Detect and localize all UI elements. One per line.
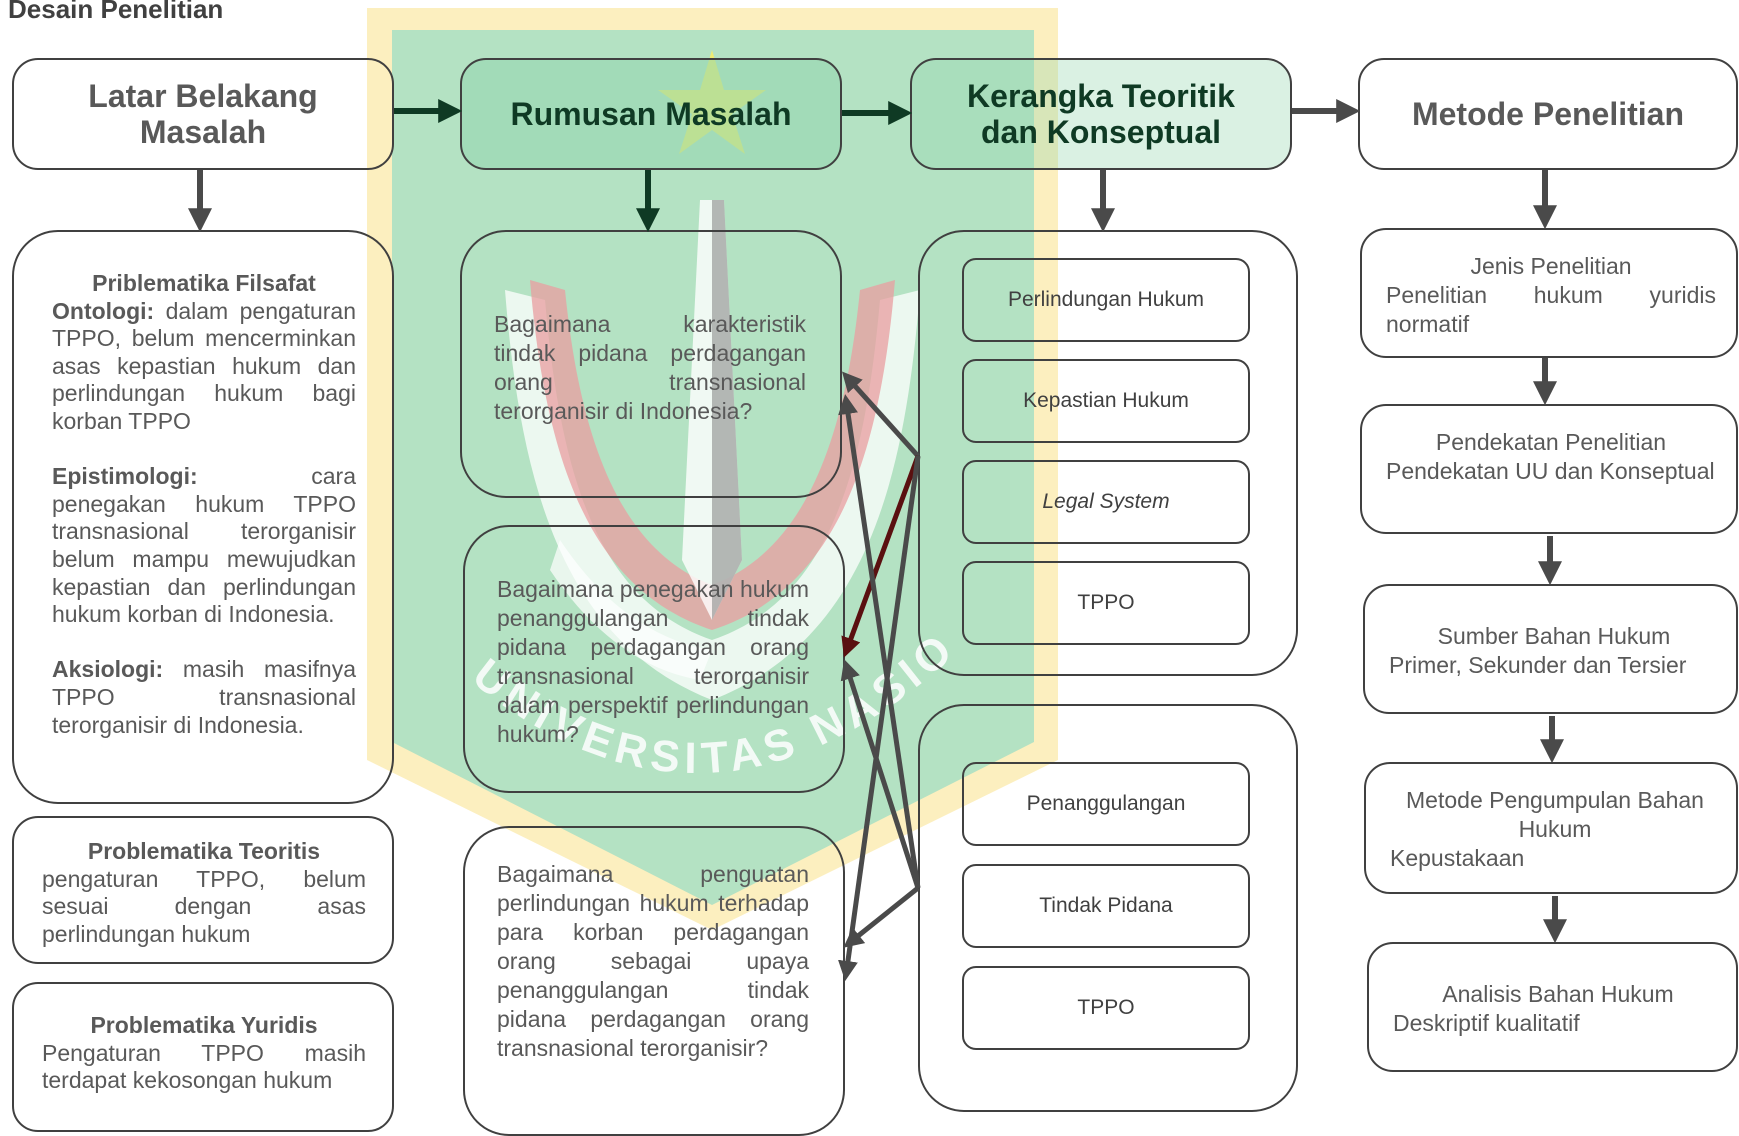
- metode-sumber-text: Primer, Sekunder dan Tersier: [1389, 652, 1687, 678]
- header-metode-penelitian: Metode Penelitian: [1358, 58, 1738, 170]
- concept-legal-system-label: Legal System: [1042, 490, 1170, 513]
- problematika-filsafat-title: Priblematika Filsafat: [92, 270, 316, 296]
- problematika-filsafat-box: Priblematika Filsafat Ontologi: dalam pe…: [12, 230, 394, 804]
- question-3-text: Bagaimana penguatan perlindungan hukum t…: [497, 861, 809, 1061]
- metode-pengumpulan-box: Metode Pengumpulan Bahan Hukum Kepustaka…: [1364, 762, 1738, 894]
- aksiologi-text: masih masifnya TPPO transnasional terorg…: [52, 656, 356, 738]
- header-kerangka-teoritik: Kerangka Teoritik dan Konseptual: [910, 58, 1292, 170]
- concept-perlindungan-hukum-label: Perlindungan Hukum: [1007, 288, 1205, 311]
- problematika-yuridis-title: Problematika Yuridis: [90, 1012, 318, 1038]
- metode-jenis-title: Jenis Penelitian: [1470, 253, 1632, 279]
- question-2-box: Bagaimana penegakan hukum penanggulangan…: [463, 525, 845, 793]
- metode-pendekatan-text: Pendekatan UU dan Konseptual: [1386, 458, 1715, 484]
- page-title: Desain Penelitian: [8, 0, 224, 24]
- metode-pengumpulan-title: Metode Pengumpulan Bahan Hukum: [1406, 787, 1704, 842]
- problematika-yuridis-box: Problematika Yuridis Pengaturan TPPO mas…: [12, 982, 394, 1132]
- concept-tindak-pidana: Tindak Pidana: [962, 864, 1250, 948]
- concept-tppo-1-label: TPPO: [1077, 591, 1135, 614]
- epistimologi-label: Epistimologi:: [52, 463, 198, 490]
- question-3-box: Bagaimana penguatan perlindungan hukum t…: [463, 826, 845, 1136]
- concept-penanggulangan: Penanggulangan: [962, 762, 1250, 846]
- question-2-text: Bagaimana penegakan hukum penanggulangan…: [497, 576, 810, 747]
- concept-legal-system: Legal System: [962, 460, 1250, 544]
- metode-jenis-text: Penelitian hukum yuridis normatif: [1386, 282, 1716, 337]
- metode-jenis-box: Jenis Penelitian Penelitian hukum yuridi…: [1360, 228, 1738, 358]
- metode-sumber-title: Sumber Bahan Hukum: [1437, 623, 1671, 649]
- ontologi-label: Ontologi:: [52, 297, 155, 324]
- concept-tppo-2-label: TPPO: [1077, 996, 1135, 1019]
- concept-tppo-2: TPPO: [962, 966, 1250, 1050]
- metode-analisis-box: Analisis Bahan Hukum Deskriptif kualitat…: [1367, 942, 1738, 1072]
- header-kerangka-teoritik-label: Kerangka Teoritik dan Konseptual: [967, 78, 1235, 150]
- concept-perlindungan-hukum: Perlindungan Hukum: [962, 258, 1250, 342]
- concept-kepastian-hukum-label: Kepastian Hukum: [1023, 389, 1189, 412]
- metode-analisis-title: Analisis Bahan Hukum: [1442, 981, 1674, 1007]
- header-rumusan-masalah-label: Rumusan Masalah: [510, 96, 792, 132]
- header-latar-belakang-label: Latar Belakang Masalah: [88, 78, 318, 150]
- problematika-teoritis-title: Problematika Teoritis: [87, 838, 321, 864]
- header-latar-belakang: Latar Belakang Masalah: [12, 58, 394, 170]
- question-1-box: Bagaimana karakteristik tindak pidana pe…: [460, 230, 842, 498]
- aksiologi-label: Aksiologi:: [52, 656, 164, 683]
- header-metode-penelitian-label: Metode Penelitian: [1411, 96, 1685, 132]
- metode-sumber-box: Sumber Bahan Hukum Primer, Sekunder dan …: [1363, 584, 1738, 714]
- header-rumusan-masalah: Rumusan Masalah: [460, 58, 842, 170]
- epistimologi-text: cara penegakan hukum TPPO transnasional …: [52, 463, 356, 628]
- question-1-text: Bagaimana karakteristik tindak pidana pe…: [494, 311, 806, 424]
- metode-pendekatan-title: Pendekatan Penelitian: [1435, 429, 1667, 455]
- metode-pendekatan-box: Pendekatan Penelitian Pendekatan UU dan …: [1360, 404, 1738, 534]
- concept-penanggulangan-label: Penanggulangan: [1026, 792, 1186, 815]
- ontologi-text: dalam pengaturan TPPO, belum mencerminka…: [52, 297, 356, 434]
- concept-kepastian-hukum: Kepastian Hukum: [962, 359, 1250, 443]
- problematika-yuridis-text: Pengaturan TPPO masih terdapat kekosonga…: [42, 1039, 366, 1094]
- metode-pengumpulan-text: Kepustakaan: [1390, 845, 1525, 871]
- concept-tindak-pidana-label: Tindak Pidana: [1039, 894, 1173, 917]
- problematika-teoritis-box: Problematika Teoritis pengaturan TPPO, b…: [12, 816, 394, 964]
- concept-tppo-1: TPPO: [962, 561, 1250, 645]
- metode-analisis-text: Deskriptif kualitatif: [1393, 1010, 1580, 1036]
- problematika-teoritis-text: pengaturan TPPO, belum sesuai dengan asa…: [42, 865, 366, 947]
